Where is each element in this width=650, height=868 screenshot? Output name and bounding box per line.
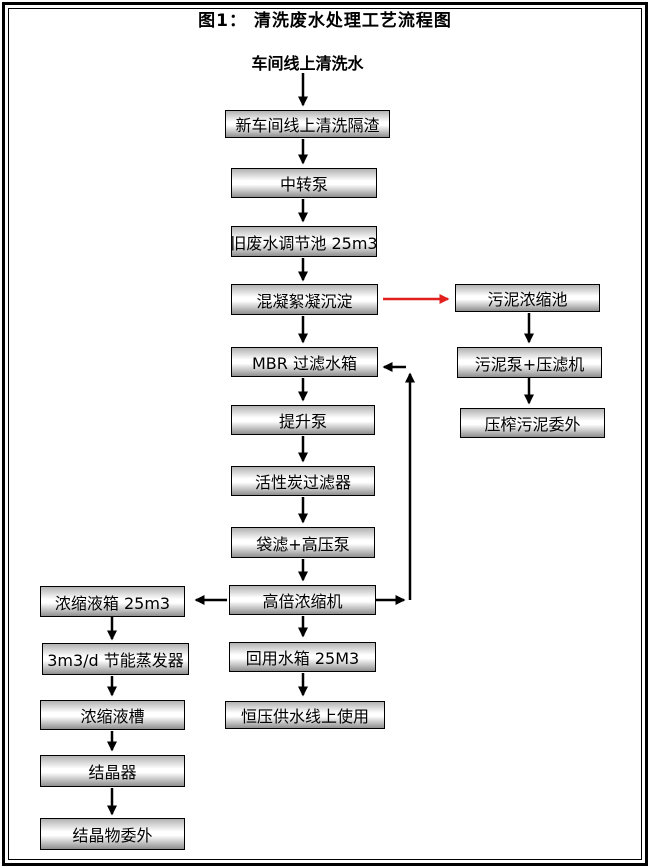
flow-node-new-line-screening: 新车间线上清洗隔渣 [225,110,390,138]
flow-node-activated-carbon-filter: 活性炭过滤器 [231,466,375,496]
flow-node-concentrate-tank: 浓缩液箱 25m3 [40,586,185,617]
flow-node-high-rate-concentrator: 高倍浓缩机 [229,585,376,615]
flow-node-energy-saving-evaporator: 3m3/d 节能蒸发器 [42,643,189,675]
flow-node-sludge-thickening-tank: 污泥浓缩池 [455,284,600,312]
flow-node-reuse-water-tank: 回用水箱 25M3 [229,642,376,672]
flow-node-crystal-outsourcing: 结晶物委外 [40,818,185,850]
flow-node-crystallizer: 结晶器 [40,755,185,787]
flow-node-pressed-sludge-outsourcing: 压榨污泥委外 [460,408,605,438]
flow-node-constant-pressure-supply: 恒压供水线上使用 [225,701,385,729]
flow-node-transfer-pump: 中转泵 [231,168,377,198]
flow-node-regulating-tank: 旧废水调节池 25m3 [230,226,378,257]
flow-node-bag-filter-hp-pump: 袋滤+高压泵 [231,527,375,558]
figure-title: 图1： 清洗废水处理工艺流程图 [198,11,452,31]
flow-node-coagulation-sedimentation: 混凝絮凝沉淀 [231,284,378,315]
flow-node-concentrate-trough: 浓缩液槽 [40,700,185,730]
source-water-label: 车间线上清洗水 [251,54,364,73]
flow-node-lift-pump: 提升泵 [231,405,375,435]
flow-node-mbr-filter-tank: MBR 过滤水箱 [231,347,378,377]
flow-node-sludge-pump-filter-press: 污泥泵+压滤机 [457,347,602,378]
